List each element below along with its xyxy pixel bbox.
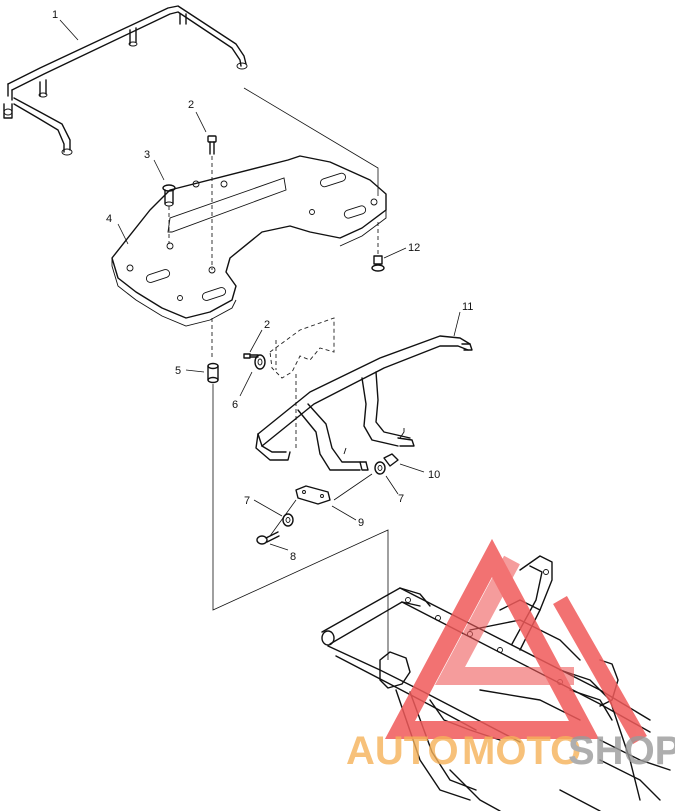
- watermark-text: AUTO MOTO SHOP: [346, 729, 675, 773]
- callout-4: 4: [106, 213, 112, 225]
- callout-11: 11: [462, 301, 473, 313]
- washer-left: [282, 513, 294, 527]
- watermark-text-shop: SHOP: [568, 729, 675, 773]
- callout-9: 9: [358, 517, 364, 529]
- spacer: [207, 362, 219, 384]
- mount-bracket-hidden: [269, 317, 335, 450]
- callout-1: 1: [52, 9, 58, 21]
- watermark-text-auto: AUTO: [346, 729, 459, 773]
- callout-2-mid: 2: [264, 319, 270, 331]
- washer: [254, 354, 266, 370]
- bolt-long: [207, 135, 217, 270]
- callout-labels: 1 2 3 4 12 11 2 5 6 10 7 7 9 8: [52, 9, 473, 563]
- callout-2-top: 2: [188, 99, 194, 111]
- mount-plate: [295, 485, 331, 505]
- callout-10: 10: [428, 469, 440, 481]
- callout-7-left: 7: [244, 495, 250, 507]
- washer-right: [374, 461, 386, 475]
- leader-lines: [59, 19, 461, 551]
- callout-5: 5: [175, 365, 181, 377]
- callout-3: 3: [144, 149, 150, 161]
- callout-12: 12: [408, 242, 420, 254]
- watermark-logo: [384, 538, 647, 744]
- bolt-short: [162, 184, 176, 244]
- callout-7-right: 7: [398, 493, 404, 505]
- callout-8: 8: [290, 551, 296, 563]
- nut-right: [383, 453, 399, 467]
- bolt-lower: [256, 531, 280, 545]
- bolt-underside: [371, 222, 385, 272]
- rack-bumper: [255, 335, 473, 471]
- watermark-text-moto: MOTO: [462, 729, 581, 773]
- rack-rail: [3, 5, 248, 156]
- callout-6: 6: [232, 399, 238, 411]
- rack-plate: [111, 155, 387, 327]
